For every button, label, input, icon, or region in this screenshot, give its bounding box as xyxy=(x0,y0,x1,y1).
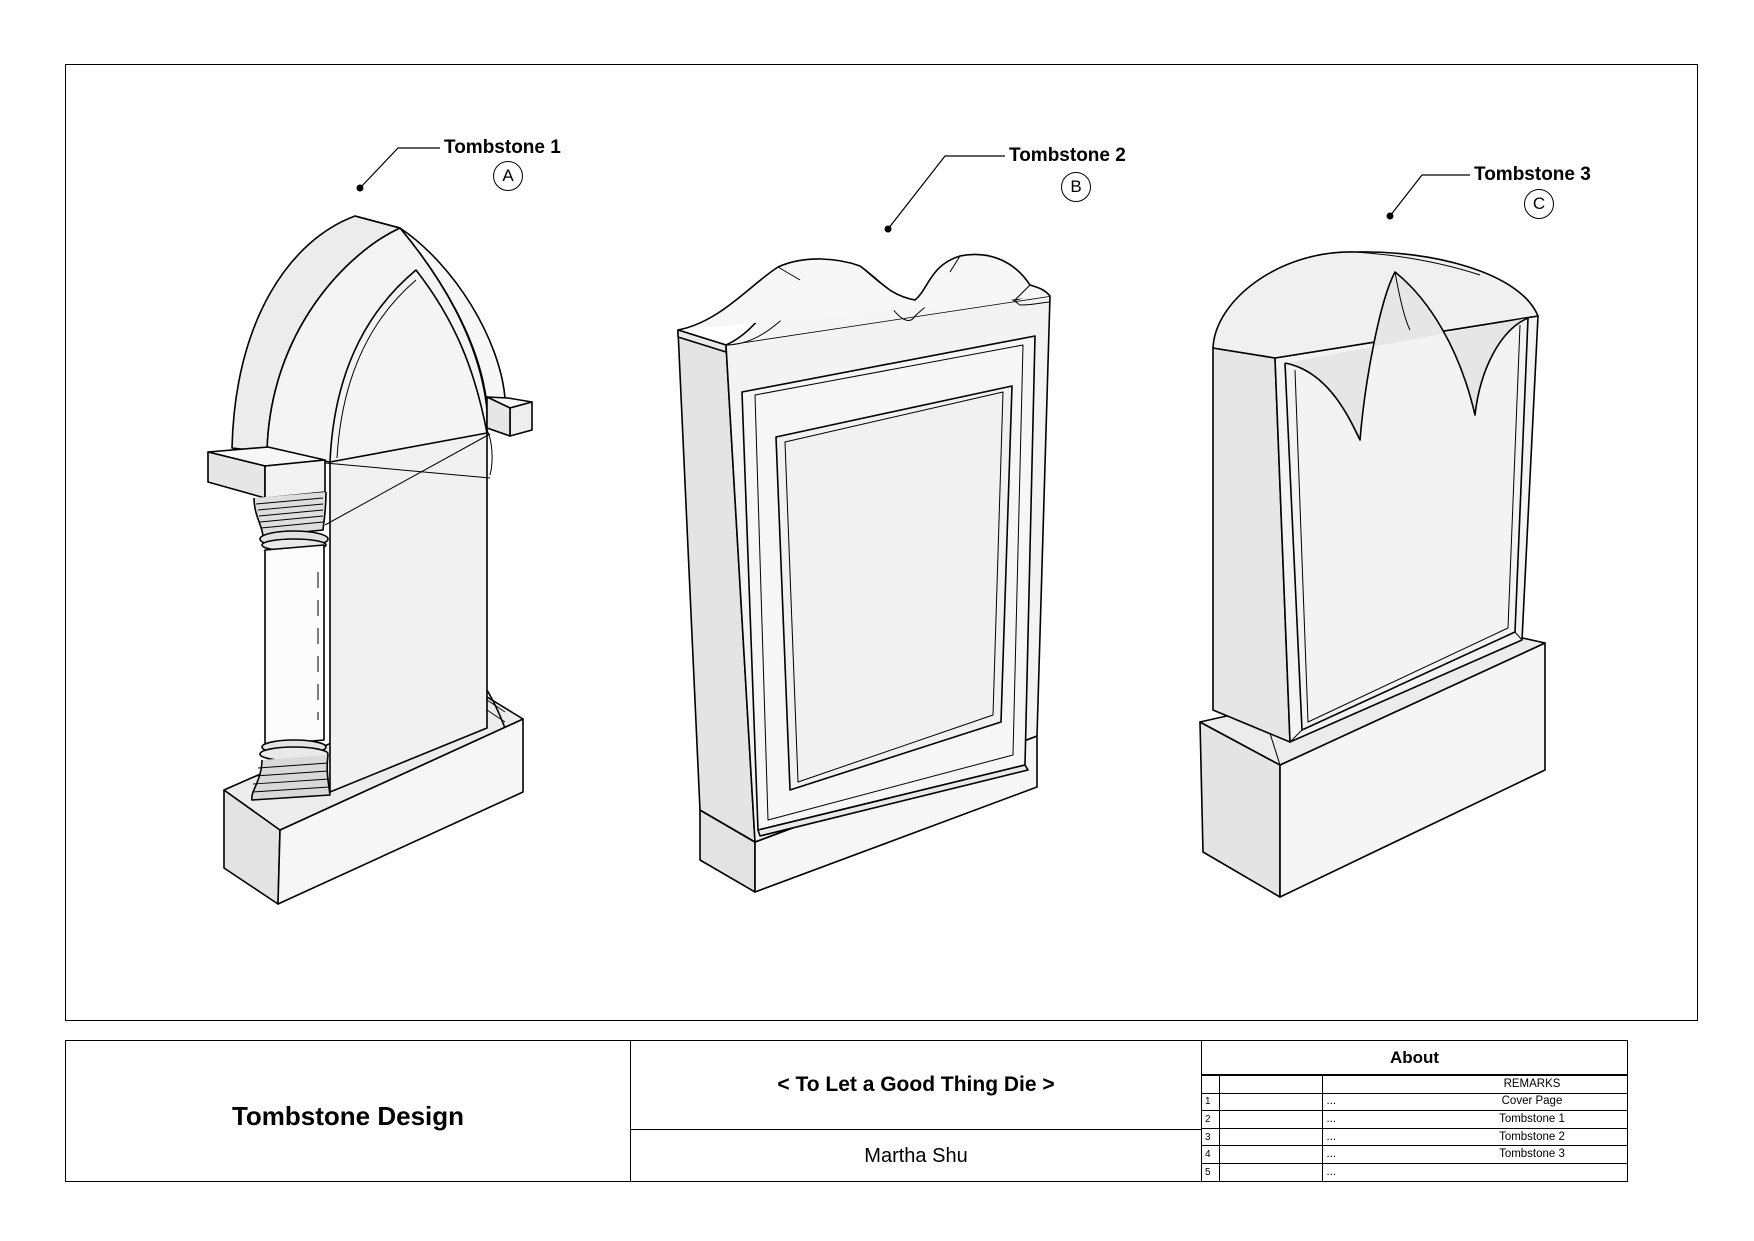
tombstone-2-tag: B xyxy=(1061,172,1091,202)
row-dots: ... xyxy=(1321,1110,1437,1129)
tombstone-2-label: Tombstone 2 xyxy=(1009,145,1126,166)
about-heading: About xyxy=(1202,1041,1627,1075)
callout-leaders xyxy=(359,147,1470,230)
row-number: 4 xyxy=(1202,1145,1220,1164)
remarks-row: 3 ... Tombstone 2 xyxy=(1202,1127,1627,1147)
remarks-header-row: REMARKS xyxy=(1202,1075,1627,1094)
title-block-middle: < To Let a Good Thing Die > Martha Shu xyxy=(631,1041,1201,1181)
tombstone-1-model xyxy=(207,215,533,905)
tombstone-2-model xyxy=(677,253,1051,893)
sheet-title: < To Let a Good Thing Die > xyxy=(631,1041,1201,1130)
row-remark: Tombstone 1 xyxy=(1437,1110,1627,1129)
project-title: Tombstone Design xyxy=(66,1041,631,1181)
row-dots: ... xyxy=(1321,1127,1437,1147)
tombstone-3-tag: C xyxy=(1524,189,1554,219)
remarks-row: 2 ... Tombstone 1 xyxy=(1202,1110,1627,1129)
row-dots: ... xyxy=(1321,1092,1437,1112)
title-block: Tombstone Design < To Let a Good Thing D… xyxy=(65,1040,1628,1182)
remarks-row: 1 ... Cover Page xyxy=(1202,1092,1627,1112)
tombstone-3-model xyxy=(1199,251,1546,898)
row-number: 2 xyxy=(1202,1110,1220,1129)
row-dots: ... xyxy=(1321,1162,1437,1181)
remarks-header: REMARKS xyxy=(1437,1075,1627,1094)
tombstone-1-tag: A xyxy=(493,161,523,191)
row-number: 1 xyxy=(1202,1092,1220,1112)
about-panel: About REMARKS 1 ... Cover Page 2 ... Tom… xyxy=(1201,1041,1627,1181)
remarks-row: 5 ... xyxy=(1202,1162,1627,1181)
remarks-table: REMARKS 1 ... Cover Page 2 ... Tombstone… xyxy=(1202,1075,1627,1181)
row-number: 5 xyxy=(1202,1162,1220,1181)
remarks-row: 4 ... Tombstone 3 xyxy=(1202,1145,1627,1164)
drawing-frame xyxy=(65,64,1698,1021)
row-remark xyxy=(1437,1162,1627,1181)
tombstone-1-label: Tombstone 1 xyxy=(444,137,561,158)
row-remark: Tombstone 3 xyxy=(1437,1145,1627,1164)
row-number: 3 xyxy=(1202,1127,1220,1147)
tombstone-3-label: Tombstone 3 xyxy=(1474,164,1591,185)
author-name: Martha Shu xyxy=(864,1145,968,1167)
row-dots: ... xyxy=(1321,1145,1437,1164)
row-remark: Cover Page xyxy=(1437,1092,1627,1112)
row-remark: Tombstone 2 xyxy=(1437,1127,1627,1147)
